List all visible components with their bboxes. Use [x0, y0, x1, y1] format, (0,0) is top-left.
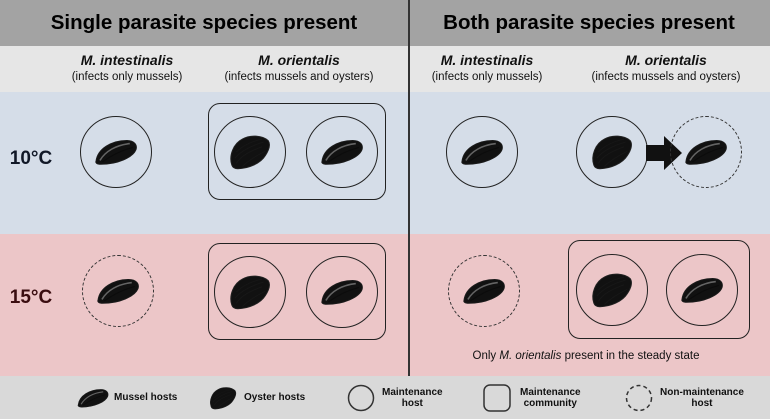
non-maintenance-host-circle	[448, 255, 520, 327]
species-host-range: (infects mussels and oysters)	[591, 71, 741, 83]
maintenance-host-circle	[576, 254, 648, 326]
mussel-icon	[459, 137, 505, 167]
dashed-circle-icon	[625, 384, 653, 411]
maintenance-community-box	[568, 240, 750, 339]
mussel-icon	[76, 387, 110, 409]
species-name: M. intestinalis	[80, 52, 174, 68]
solid-circle-icon	[347, 384, 375, 411]
oyster-icon	[227, 133, 273, 171]
column-header-orientalis-single: M. orientalis (infects mussels and oyste…	[204, 51, 394, 85]
row-label-15c: 15°C	[9, 287, 53, 308]
label-line: Maintenance	[382, 386, 443, 398]
column-header-band	[0, 46, 770, 92]
non-maintenance-host-circle	[670, 116, 742, 188]
species-host-range: (infects only mussels)	[71, 71, 183, 83]
non-maintenance-host-circle	[82, 255, 154, 327]
legend-oyster: Oyster hosts	[208, 376, 305, 419]
label-line: host	[401, 397, 423, 409]
header-single-species: Single parasite species present	[50, 11, 358, 34]
oyster-icon	[208, 385, 238, 411]
oyster-icon	[227, 273, 273, 311]
mussel-icon	[95, 276, 141, 306]
label-line: Non-maintenance	[660, 386, 744, 398]
row-label-10c: 10°C	[9, 148, 53, 169]
mussel-icon	[679, 275, 725, 305]
maintenance-host-circle	[306, 116, 378, 188]
legend-maintenance-community-label: Maintenance community	[520, 387, 581, 409]
species-host-range: (infects mussels and oysters)	[224, 71, 374, 83]
label-line: Maintenance	[520, 386, 581, 398]
species-name: M. orientalis	[625, 52, 707, 68]
oyster-icon	[589, 271, 635, 309]
header-both-species: Both parasite species present	[443, 11, 735, 34]
label-line: community	[523, 397, 577, 409]
rounded-square-icon	[483, 383, 511, 412]
column-header-intestinalis-single: M. intestinalis (infects only mussels)	[52, 51, 202, 85]
legend-mussel: Mussel hosts	[76, 376, 177, 419]
label-line: host	[691, 397, 713, 409]
maintenance-host-circle	[214, 256, 286, 328]
legend-maintenance-host: Maintenance host	[346, 376, 443, 419]
maintenance-community-box	[208, 243, 386, 340]
maintenance-community-box	[208, 103, 386, 200]
legend-bar	[0, 376, 770, 419]
maintenance-host-circle	[214, 116, 286, 188]
header-right-bar	[408, 0, 770, 46]
mussel-icon	[319, 137, 365, 167]
species-name: M. orientalis	[258, 52, 340, 68]
column-header-orientalis-both: M. orientalis (infects mussels and oyste…	[568, 51, 764, 85]
legend-maintenance-community: Maintenance community	[482, 376, 581, 419]
panel-divider	[408, 0, 410, 376]
mussel-icon	[93, 137, 139, 167]
steady-state-note: Only M. orientalis present in the steady…	[432, 350, 740, 362]
legend-mussel-label: Mussel hosts	[114, 392, 178, 403]
maintenance-host-circle	[446, 116, 518, 188]
note-suffix: present in the steady state	[561, 350, 700, 362]
legend-non-maintenance-host-label: Non-maintenance host	[660, 387, 744, 409]
legend-maintenance-host-label: Maintenance host	[382, 387, 443, 409]
maintenance-host-circle	[666, 254, 738, 326]
mussel-icon	[461, 276, 507, 306]
legend-non-maintenance-host: Non-maintenance host	[624, 376, 744, 419]
header-left-bar	[0, 0, 408, 46]
column-header-intestinalis-both: M. intestinalis (infects only mussels)	[412, 51, 562, 85]
oyster-icon	[589, 133, 635, 171]
maintenance-host-circle	[306, 256, 378, 328]
maintenance-host-circle	[80, 116, 152, 188]
legend-oyster-label: Oyster hosts	[244, 392, 306, 403]
note-species: M. orientalis	[499, 350, 562, 362]
note-prefix: Only	[472, 350, 500, 362]
species-name: M. intestinalis	[440, 52, 534, 68]
species-host-range: (infects only mussels)	[431, 71, 543, 83]
mussel-icon	[683, 137, 729, 167]
mussel-icon	[319, 277, 365, 307]
maintenance-host-circle	[576, 116, 648, 188]
